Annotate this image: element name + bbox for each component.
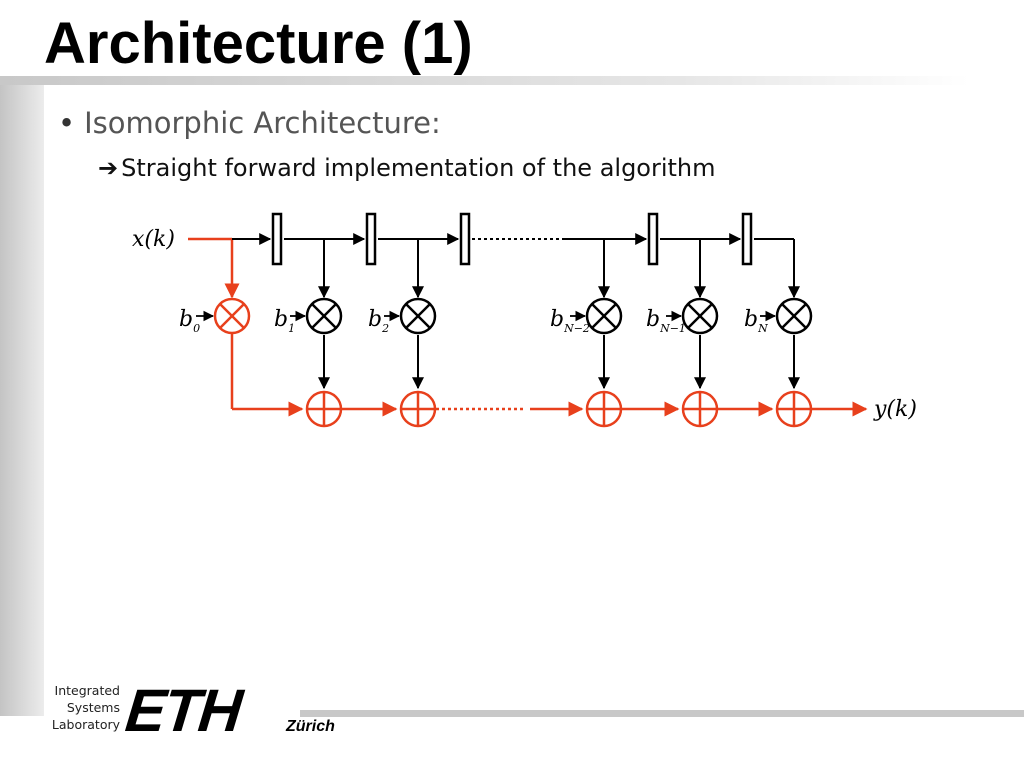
adder-icon	[681, 390, 719, 428]
multiplier-icon	[305, 297, 343, 335]
delay-register	[271, 212, 283, 266]
lab-name: Integrated Systems Laboratory	[42, 682, 120, 733]
bullet-1-text: Isomorphic Architecture:	[84, 106, 441, 140]
delay-register	[365, 212, 377, 266]
coefficient-label: b1	[274, 307, 295, 335]
coefficient-label: bN	[744, 307, 768, 335]
coefficient-label: bN−1	[646, 307, 686, 335]
title-rule	[0, 76, 970, 85]
lab-name-line: Systems	[66, 700, 120, 715]
multiplier-icon	[681, 297, 719, 335]
lab-name-line: Integrated	[54, 683, 120, 698]
side-bar	[0, 84, 44, 716]
adder-icon	[305, 390, 343, 428]
input-path	[188, 237, 304, 417]
delay-register	[647, 212, 659, 266]
output-label: y(k)	[873, 397, 917, 422]
multiplier-icon	[585, 297, 623, 335]
lab-name-line: Laboratory	[51, 717, 120, 732]
bullet-2-text: Straight forward implementation of the a…	[121, 154, 716, 182]
delay-register	[741, 212, 753, 266]
tap-lines	[318, 239, 800, 390]
coefficient-label: bN−2	[550, 307, 590, 335]
delay-register	[459, 212, 471, 266]
adder-icon	[399, 390, 437, 428]
coefficient-labels: b0 b1 b2 bN−2 bN−1 bN	[179, 307, 768, 335]
coefficient-label: b0	[179, 307, 200, 335]
eth-logo: ETH	[122, 677, 244, 744]
multiplier-icon	[399, 297, 437, 335]
input-label: x(k)	[132, 227, 175, 252]
multiplier-0-icon	[213, 297, 251, 335]
right-arrow-icon: ➔	[98, 154, 119, 182]
bullet-level-2: ➔Straight forward implementation of the …	[98, 154, 716, 182]
adder-icons	[305, 390, 813, 428]
bullet-level-1: •Isomorphic Architecture:	[58, 106, 441, 140]
bullet-dot-icon: •	[58, 106, 76, 140]
adder-icon	[775, 390, 813, 428]
multiplier-icon	[775, 297, 813, 335]
eth-logo-subtext: Zürich	[286, 718, 335, 735]
adder-icon	[585, 390, 623, 428]
delay-registers	[271, 212, 753, 266]
footer-line	[300, 710, 1024, 717]
slide-title: Architecture (1)	[44, 11, 473, 76]
multiplier-icons	[305, 297, 813, 335]
coefficient-label: b2	[368, 307, 389, 335]
